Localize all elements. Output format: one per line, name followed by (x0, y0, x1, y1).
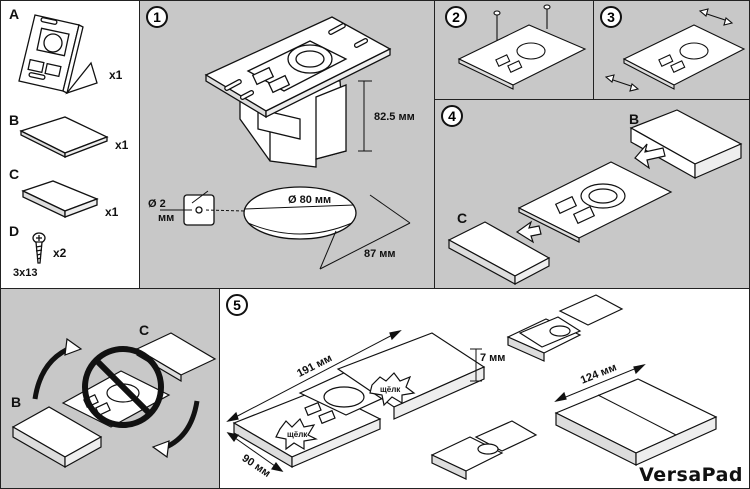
part-a-quantity: x1 (109, 68, 123, 82)
step-1-drawing (160, 16, 411, 270)
step-3-number: 3 (600, 6, 622, 28)
click-label-top: щёлк (380, 385, 401, 394)
cutout-depth-dimension: 87 мм (364, 248, 396, 260)
step-4-lid-b-label: B (629, 111, 640, 127)
parts-drawing (18, 14, 109, 264)
prohibited-assembly-drawing (11, 332, 217, 469)
housing-height-dimension: 82.5 мм (374, 111, 415, 123)
prohibited-lid-c-label: C (139, 322, 150, 338)
step-4-drawing (447, 109, 743, 286)
part-d-size: 3x13 (13, 267, 38, 279)
step-4-number: 4 (441, 105, 463, 127)
parts-panel: A x1 B x1 C x1 D x2 3x13 (0, 0, 140, 289)
step-3-drawing (604, 8, 746, 92)
step-2-number: 2 (445, 6, 467, 28)
part-a-socket-illustration (18, 14, 98, 95)
thickness-dimension: 7 мм (480, 352, 506, 364)
step-4-panel: 4 B C (434, 99, 750, 289)
drill-diameter-value: Ø 2 (148, 198, 166, 210)
prohibited-assembly-panel: B C (0, 288, 220, 489)
part-d-letter: D (9, 223, 20, 239)
step-5-drawing (226, 294, 718, 480)
part-b-letter: B (9, 112, 20, 128)
part-a-letter: A (9, 6, 20, 22)
step-3-panel: 3 (593, 0, 750, 100)
hole-diameter-dimension: Ø 80 мм (288, 194, 332, 206)
part-b-quantity: x1 (115, 138, 129, 152)
step-1-panel: 1 82.5 мм Ø 80 мм Ø 2 мм 87 мм (139, 0, 435, 289)
step-4-lid-c-label: C (457, 210, 468, 226)
part-d-quantity: x2 (53, 246, 67, 260)
step-2-panel: 2 (434, 0, 594, 100)
step-5-number: 5 (226, 294, 248, 316)
click-label-bottom: щёлк (287, 430, 308, 439)
part-d-screw-illustration (32, 232, 46, 264)
prohibited-lid-b-label: B (11, 394, 22, 410)
step-2-drawing (457, 4, 587, 90)
step-5-panel: 5 191 мм 7 мм 90 мм 124 мм щёлк щёлк Ver… (219, 288, 750, 489)
part-c-quantity: x1 (105, 205, 119, 219)
brand-logo: VersaPad (639, 464, 743, 486)
part-b-lid-illustration (19, 116, 109, 159)
part-c-lid-illustration (21, 180, 99, 219)
step-1-number: 1 (146, 6, 168, 28)
drill-diameter-unit: мм (158, 212, 175, 224)
part-c-letter: C (9, 166, 20, 182)
